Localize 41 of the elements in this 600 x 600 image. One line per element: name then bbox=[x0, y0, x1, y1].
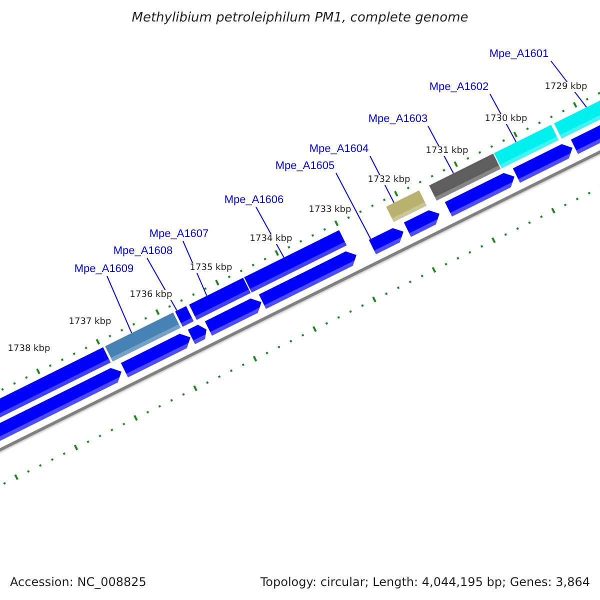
gene-block bbox=[204, 298, 262, 336]
gene-bar bbox=[386, 190, 427, 222]
gene-bar bbox=[189, 278, 251, 320]
gene-block bbox=[512, 144, 572, 183]
genome-summary: Topology: circular; Length: 4,044,195 bp; Genes: 3,864 bbox=[260, 575, 590, 589]
gene-bar bbox=[554, 100, 600, 139]
gene-label: Mpe_A1603 bbox=[368, 113, 428, 125]
gene-bar bbox=[429, 154, 501, 201]
accession-text: Accession: NC_008825 bbox=[10, 575, 146, 589]
gene-bar bbox=[244, 230, 347, 292]
gene-block bbox=[404, 210, 440, 237]
gene-bar bbox=[175, 306, 194, 327]
gene-block bbox=[444, 172, 514, 216]
gene-label: Mpe_A1609 bbox=[74, 263, 134, 275]
gene-block bbox=[258, 251, 356, 309]
leader-line bbox=[106, 276, 132, 334]
title: Methylibium petroleiphilum PM1, complete genome bbox=[132, 10, 468, 26]
gene-block bbox=[368, 228, 404, 254]
gene-block bbox=[188, 324, 206, 344]
gene-label: Mpe_A1601 bbox=[489, 48, 549, 60]
gene-block bbox=[120, 334, 190, 378]
gene-block bbox=[0, 368, 122, 441]
scale-label: 1736 kbp bbox=[128, 290, 174, 300]
gene-bar bbox=[494, 124, 559, 168]
scale-label: 1730 kbp bbox=[484, 114, 528, 124]
gene-label: Mpe_A1607 bbox=[149, 228, 209, 240]
scale-label: 1733 kbp bbox=[308, 205, 352, 215]
gene-label: Mpe_A1604 bbox=[309, 143, 369, 155]
gene-label: Mpe_A1606 bbox=[224, 194, 284, 206]
scale-label: 1734 kbp bbox=[248, 234, 294, 244]
scale-label: 1732 kbp bbox=[366, 175, 412, 185]
gene-block bbox=[570, 125, 600, 154]
scale-label: 1735 kbp bbox=[188, 263, 234, 273]
gene-label: Mpe_A1608 bbox=[113, 245, 173, 257]
scale-label: 1731 kbp bbox=[424, 146, 470, 156]
leader-line bbox=[336, 172, 372, 240]
scale-label: 1737 kbp bbox=[68, 317, 112, 327]
gene-label: Mpe_A1602 bbox=[429, 81, 489, 93]
scale-label: 1729 kbp bbox=[544, 82, 588, 92]
gene-label: Mpe_A1605 bbox=[275, 160, 335, 172]
scale-label: 1738 kbp bbox=[6, 344, 52, 354]
